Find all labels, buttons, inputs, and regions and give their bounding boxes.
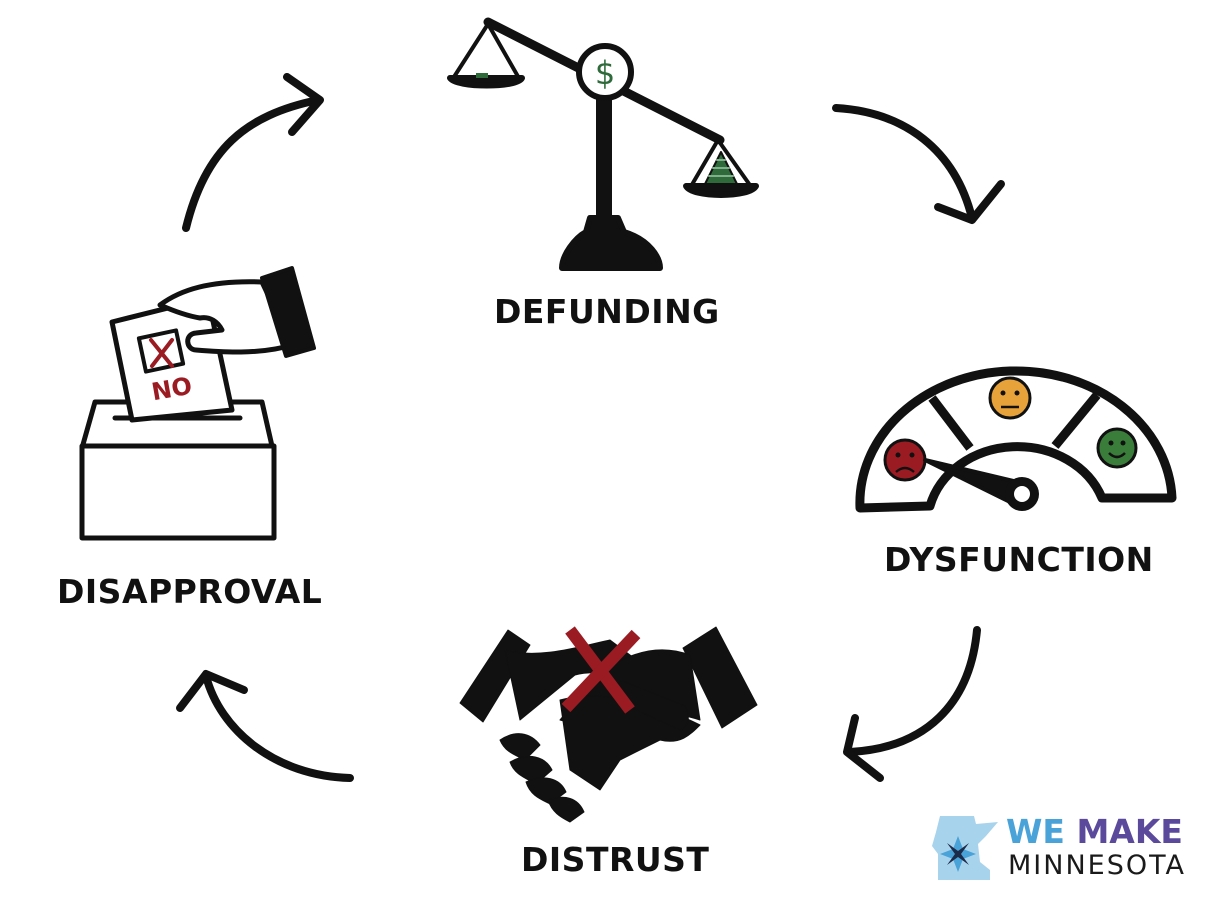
cycle-arrows (176, 73, 1005, 782)
logo-word-we: WE (1006, 812, 1065, 851)
sad-face-icon (883, 438, 927, 482)
arrow-bottom-left (176, 670, 354, 782)
gauge-icon (855, 366, 1177, 513)
logo-line-2: MINNESOTA (1008, 850, 1186, 881)
label-dysfunction: DYSFUNCTION (884, 540, 1154, 579)
arrow-top-left (182, 73, 324, 232)
we-make-minnesota-logo: WE MAKE MINNESOTA (930, 812, 1200, 884)
label-disapproval: DISAPPROVAL (57, 572, 323, 611)
red-x-icon (561, 626, 641, 714)
ballot-box-icon (79, 266, 316, 541)
ballot-no-text: NO (149, 372, 194, 407)
arrow-top-right (832, 104, 1005, 224)
logo-word-make: MAKE (1076, 812, 1183, 851)
neutral-face-icon (988, 376, 1032, 420)
label-distrust: DISTRUST (521, 840, 710, 879)
scale-icon (447, 17, 759, 271)
arrow-bottom-right (843, 626, 981, 782)
dollar-sign: $ (595, 54, 615, 92)
logo-line-1: WE MAKE (1006, 812, 1183, 851)
label-defunding: DEFUNDING (494, 292, 720, 331)
minnesota-star-icon (932, 816, 998, 880)
happy-face-icon (1096, 427, 1138, 469)
